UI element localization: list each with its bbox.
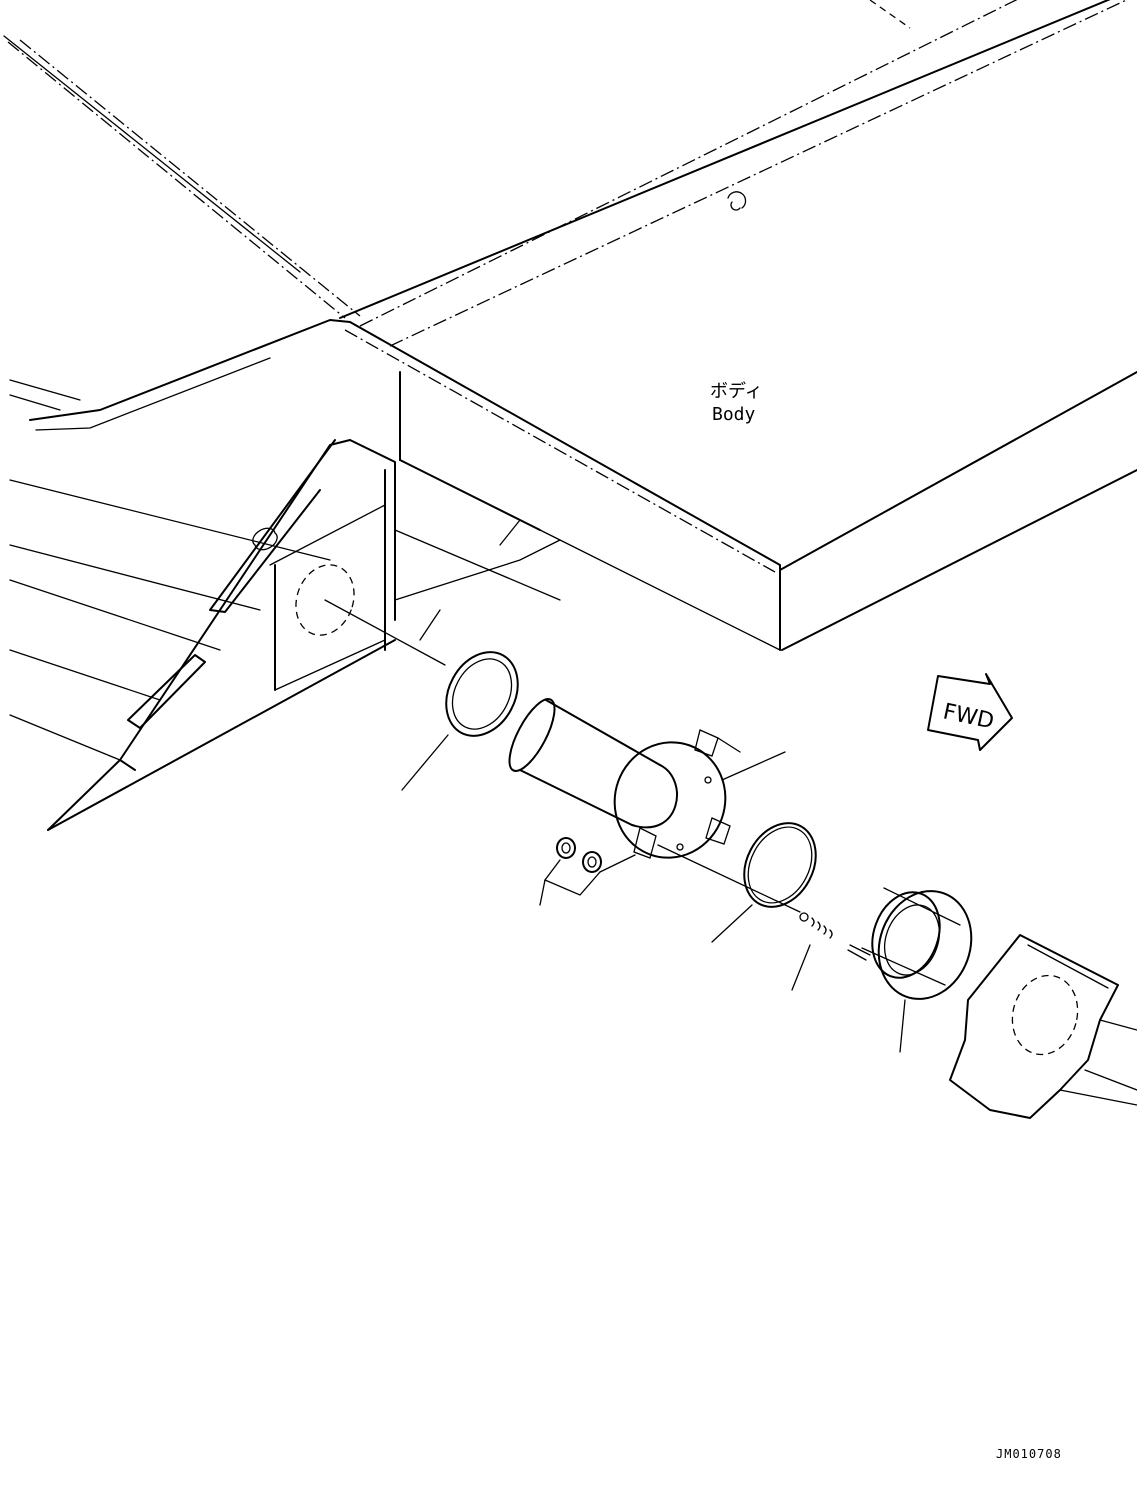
drawing-number: JM010708	[996, 1447, 1062, 1461]
gasket-right	[657, 822, 817, 943]
muffler-assembly	[508, 698, 786, 859]
dump-body	[3, 0, 1137, 651]
mounting-plate	[949, 934, 1137, 1119]
fwd-text: FWD	[941, 699, 996, 734]
fwd-arrow: FWD	[927, 673, 1013, 751]
gasket-left	[401, 651, 519, 791]
nut-pair	[539, 837, 636, 906]
body-label-japanese: ボディ	[710, 381, 763, 402]
vehicle-frame	[9, 319, 561, 831]
bolt	[791, 912, 833, 991]
frame-mount-hole	[295, 564, 355, 636]
flange-connector	[847, 887, 973, 1053]
body-label-english: Body	[712, 404, 756, 425]
body-hinge-pin	[727, 191, 747, 211]
